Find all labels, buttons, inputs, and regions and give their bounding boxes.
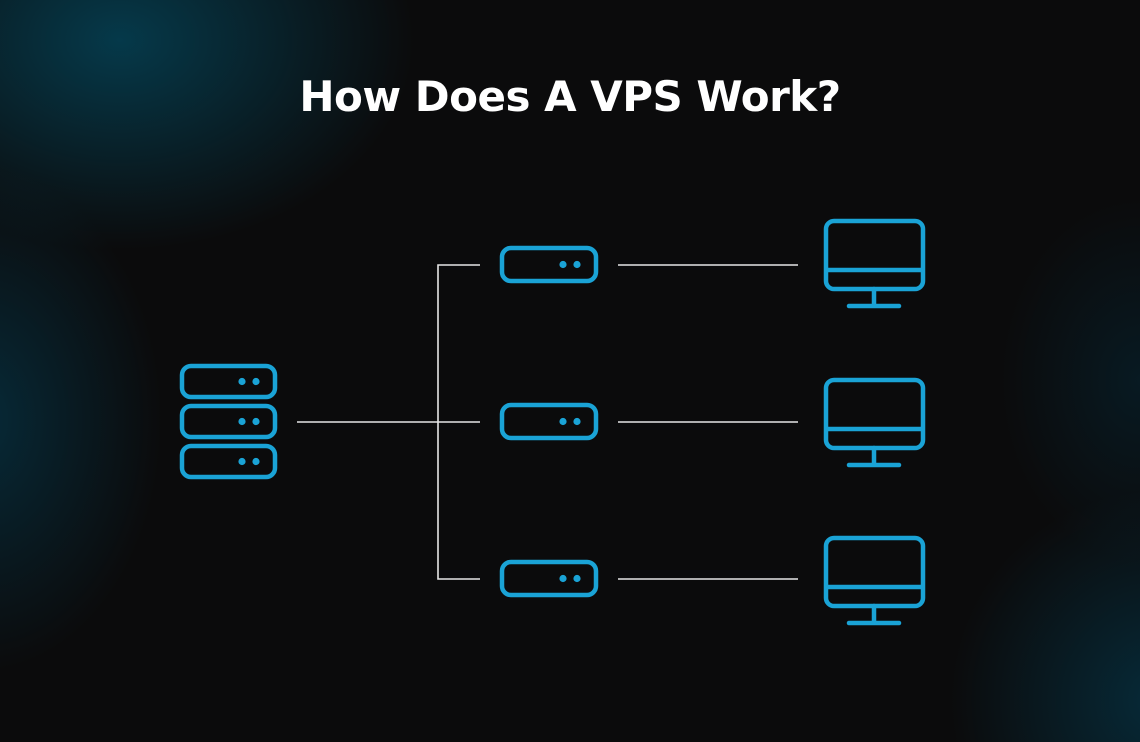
diagram-title: How Does A VPS Work? bbox=[299, 72, 841, 121]
server-rack-leds bbox=[238, 377, 260, 466]
server-rack-icon bbox=[179, 363, 278, 480]
connector-lines bbox=[297, 264, 798, 580]
server-unit-middle bbox=[179, 403, 278, 440]
server-icon bbox=[499, 402, 599, 441]
server-unit-bottom bbox=[179, 443, 278, 480]
server-icon bbox=[499, 245, 599, 284]
server-icon bbox=[499, 559, 599, 598]
monitor-icon bbox=[823, 535, 926, 626]
branch-bracket bbox=[437, 264, 480, 580]
server-unit-top bbox=[179, 363, 278, 400]
monitor-icon bbox=[823, 377, 926, 468]
monitor-icon bbox=[823, 218, 926, 309]
